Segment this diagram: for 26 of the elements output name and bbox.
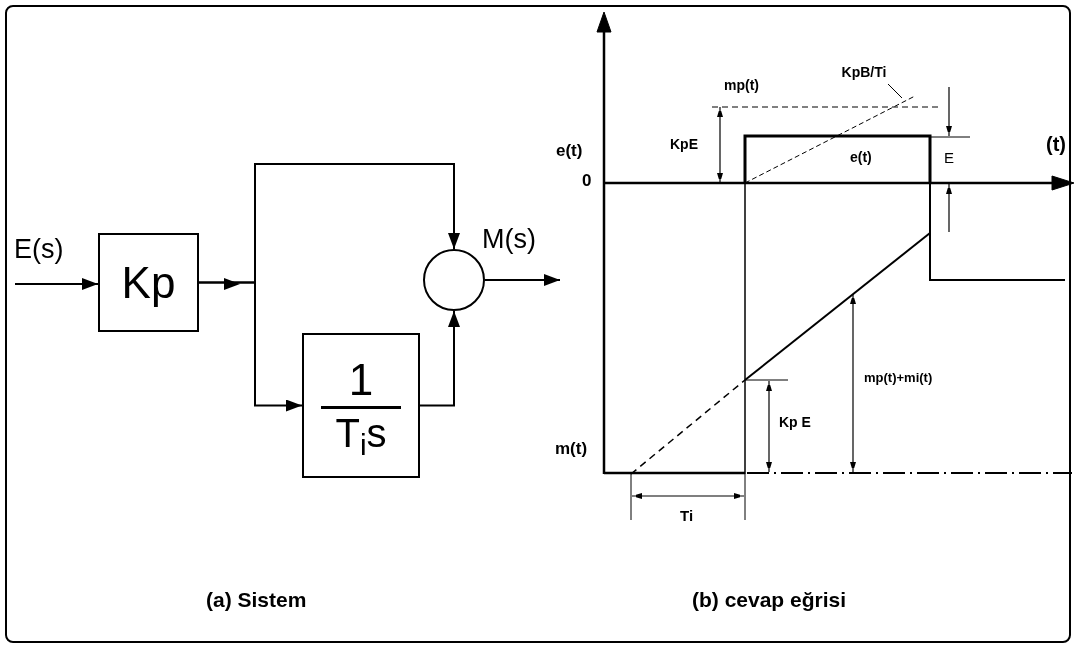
signal-label: M(s) bbox=[482, 226, 536, 253]
integrator-block bbox=[302, 333, 420, 478]
graph-label: mp(t)+mi(t) bbox=[864, 371, 933, 384]
panel-caption: (b) cevap eğrisi bbox=[692, 589, 847, 610]
leader-line bbox=[887, 83, 903, 99]
graph-label: 0 bbox=[582, 172, 592, 189]
signal-arrow bbox=[14, 278, 99, 290]
graph-label: (t) bbox=[1046, 134, 1066, 154]
graph-label: Ti bbox=[680, 508, 694, 523]
graph-label: e(t) bbox=[850, 150, 872, 164]
graph-label: KpE bbox=[670, 137, 698, 151]
signal-arrow bbox=[198, 281, 303, 412]
gain-block bbox=[98, 233, 199, 332]
annotation-label: KpB/Ti bbox=[841, 62, 887, 82]
graph-label: Kp E bbox=[779, 415, 811, 429]
signal-arrow bbox=[484, 274, 561, 286]
graph-label: e(t) bbox=[556, 142, 583, 159]
fraction-denominator: T$_{i}$s bbox=[335, 413, 387, 453]
signal-label: E(s) bbox=[14, 236, 64, 263]
block-label: Kp bbox=[121, 260, 176, 305]
signal-arrow bbox=[419, 310, 460, 407]
graph-label: m(t) bbox=[555, 440, 588, 457]
graph-label: E bbox=[944, 150, 954, 165]
graph-label: mp(t) bbox=[724, 78, 759, 92]
fraction-numerator: 1 bbox=[348, 358, 374, 402]
panel-caption: (a) Sistem bbox=[206, 589, 307, 610]
